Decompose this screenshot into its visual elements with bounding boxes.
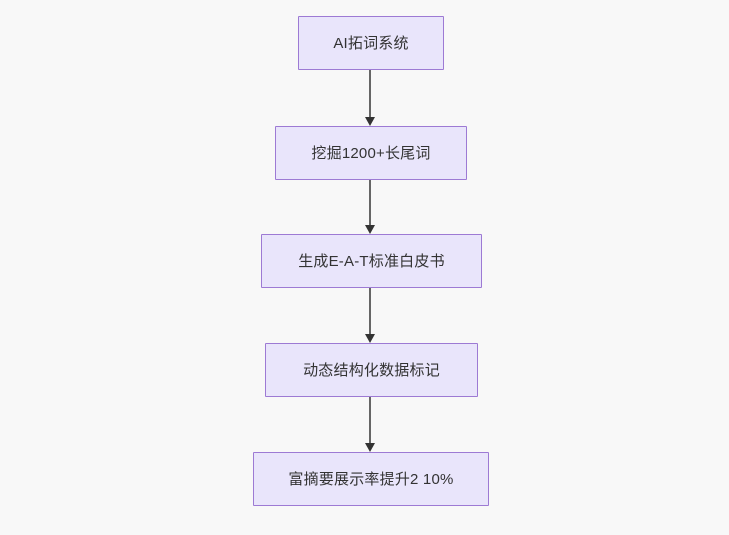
edge-node2-to-node3 bbox=[365, 180, 375, 234]
flow-node-label: 富摘要展示率提升2 10% bbox=[288, 470, 454, 488]
flow-node-mine-longtail-keywords[interactable]: 挖掘1200+长尾词 bbox=[275, 126, 467, 180]
arrowhead-icon bbox=[365, 225, 375, 234]
flow-node-rich-snippet-rate-increase[interactable]: 富摘要展示率提升2 10% bbox=[253, 452, 489, 506]
arrowhead-icon bbox=[365, 117, 375, 126]
edge-line bbox=[369, 288, 371, 335]
flow-node-label: 动态结构化数据标记 bbox=[303, 361, 440, 379]
flow-node-generate-eat-whitepaper[interactable]: 生成E-A-T标准白皮书 bbox=[261, 234, 482, 288]
edge-line bbox=[369, 70, 371, 118]
flow-node-label: AI拓词系统 bbox=[333, 34, 409, 52]
edge-node3-to-node4 bbox=[365, 288, 375, 343]
flow-node-ai-keyword-system[interactable]: AI拓词系统 bbox=[298, 16, 444, 70]
edge-node4-to-node5 bbox=[365, 397, 375, 452]
arrowhead-icon bbox=[365, 334, 375, 343]
edge-node1-to-node2 bbox=[365, 70, 375, 126]
arrowhead-icon bbox=[365, 443, 375, 452]
flow-node-dynamic-structured-data-markup[interactable]: 动态结构化数据标记 bbox=[265, 343, 478, 397]
edge-line bbox=[369, 397, 371, 444]
flow-node-label: 生成E-A-T标准白皮书 bbox=[298, 252, 445, 270]
edge-line bbox=[369, 180, 371, 226]
flow-node-label: 挖掘1200+长尾词 bbox=[311, 144, 431, 162]
